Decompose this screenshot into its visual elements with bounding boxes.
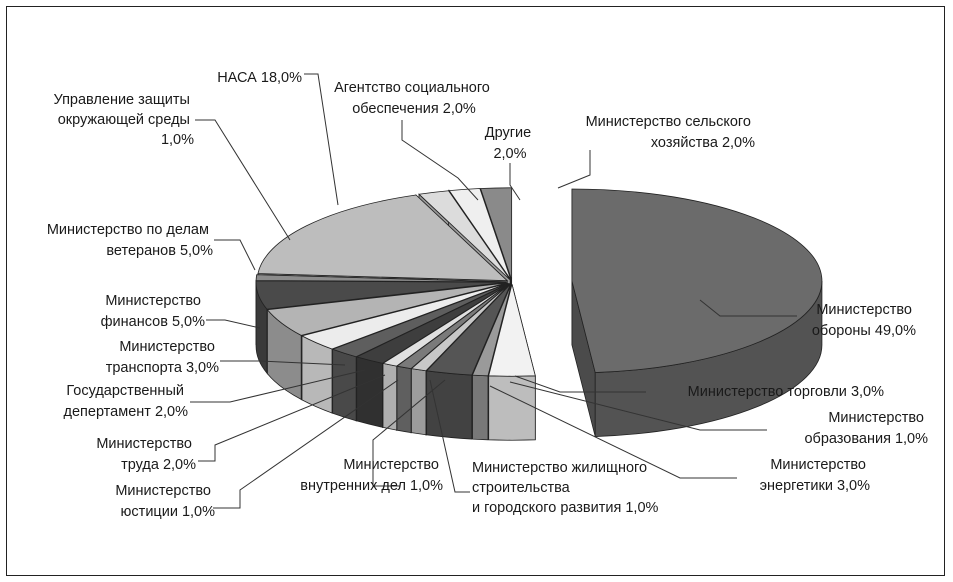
label-transporta: Министерство транспорта 3,0% — [106, 339, 219, 376]
leader-line-5 — [372, 379, 446, 487]
leader-line-10 — [206, 319, 261, 329]
leader-lines — [190, 73, 797, 509]
pie-slice-top — [448, 188, 512, 281]
label-yustitsii: Министерство юстиции 1,0% — [115, 483, 215, 520]
label-nasa: НАСА 18,0% — [217, 70, 302, 86]
pie-slice-side — [332, 348, 357, 422]
pie-slice-top — [488, 284, 536, 377]
label-drugie: Другие 2,0% — [485, 125, 535, 162]
leader-line-1 — [514, 375, 646, 393]
pie-slice-top — [418, 190, 511, 281]
label-gosdep: Государственный депертамент 2,0% — [64, 383, 189, 420]
pie-layer — [255, 187, 823, 441]
pie-slice-top — [471, 284, 512, 377]
label-veteranov: Министерство по делам ветеранов 5,0% — [47, 222, 213, 259]
pie-slice-top — [255, 280, 507, 310]
leader-line-0 — [699, 299, 797, 317]
pie-slice-side — [472, 374, 489, 441]
pie-slice-top — [266, 282, 507, 336]
label-oborony: Министерство обороны 49,0% — [812, 302, 916, 339]
label-finansov: Министерство финансов 5,0% — [101, 293, 205, 330]
label-zhilishchnogo: Министерство жилищного строительства и г… — [472, 460, 659, 516]
pie-slice-top — [300, 283, 508, 350]
label-energetiki: Министерство энергетики 3,0% — [760, 457, 870, 494]
label-sotsobespech: Агентство социального обеспечения 2,0% — [334, 80, 494, 117]
pie-slice-side — [488, 375, 536, 441]
label-ekologii: Управление защиты окружающей среды 1,0% — [54, 92, 195, 148]
pie-slice-top — [331, 283, 509, 358]
pie-slice-top — [255, 274, 507, 283]
pie-slice-side — [396, 365, 412, 434]
label-vnutrennikh: Министерство внутренних дел 1,0% — [300, 457, 443, 494]
pie-slice-side — [426, 370, 473, 440]
pie-slice-top — [425, 283, 511, 376]
leader-line-16 — [557, 150, 591, 189]
label-obrazovaniya: Министерство образования 1,0% — [804, 410, 928, 447]
leader-line-8 — [190, 369, 366, 403]
pie-slice-1 — [488, 284, 536, 441]
leader-line-11 — [214, 239, 256, 271]
pie-slice-0 — [571, 188, 823, 437]
pie-slice-side — [382, 362, 398, 431]
leader-line-9 — [220, 360, 346, 366]
leader-line-14 — [401, 120, 479, 201]
leader-line-12 — [195, 119, 291, 241]
slice-labels: Министерство обороны 49,0% Министерство … — [47, 70, 928, 520]
pie-slice-side — [356, 356, 383, 428]
pie-slice-top — [410, 283, 511, 372]
leader-line-3 — [489, 385, 737, 479]
leader-line-15 — [509, 163, 521, 201]
pie-slice-top — [257, 194, 509, 282]
leader-line-6 — [213, 379, 399, 509]
leader-line-7 — [198, 374, 386, 462]
label-torgovli: Министерство торговли 3,0% — [688, 384, 884, 400]
pie-slice-top — [571, 188, 823, 373]
leader-line-2 — [509, 381, 767, 431]
label-selkhoz: Министерство сельского хозяйства 2,0% — [586, 114, 756, 151]
leader-line-4 — [429, 379, 470, 493]
label-truda: Министерство труда 2,0% — [96, 436, 196, 473]
leader-line-13 — [304, 73, 339, 206]
